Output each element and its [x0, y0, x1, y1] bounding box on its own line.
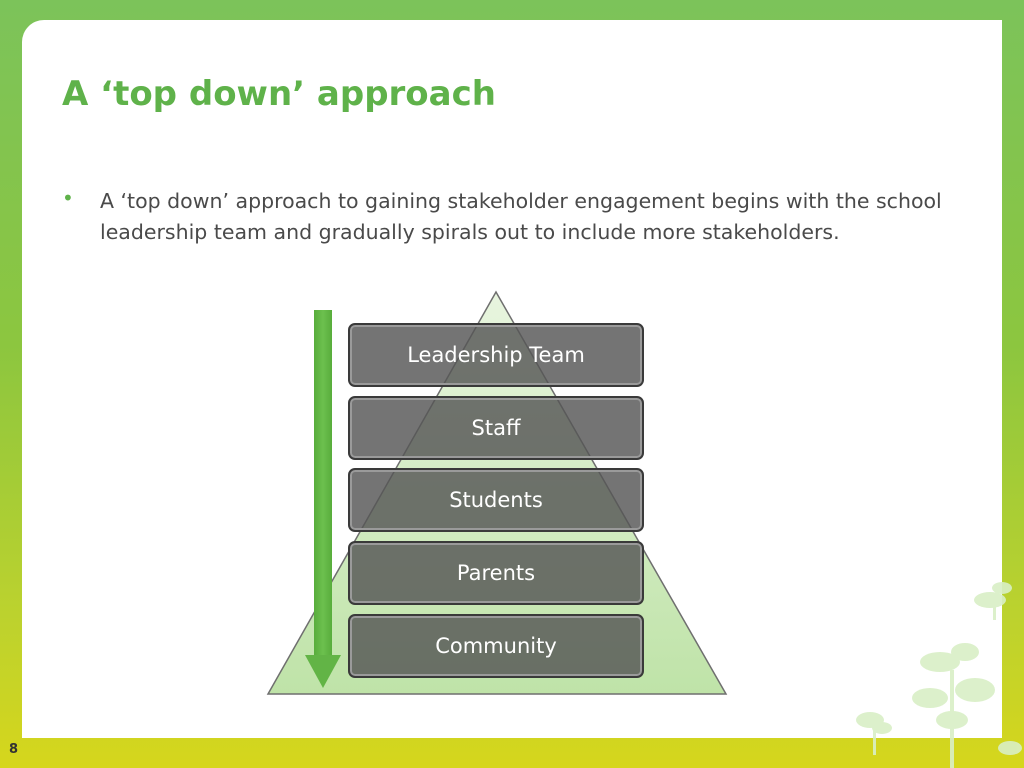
level-label: Students	[449, 488, 543, 512]
level-label: Parents	[456, 561, 536, 585]
tree-decoration-icon	[856, 582, 1022, 768]
level-box-staff: Staff	[348, 396, 644, 460]
slide-title: A ‘top down’ approach	[62, 74, 496, 114]
slide-number: 8	[9, 742, 19, 757]
bullet-marker: •	[62, 186, 74, 210]
level-box-community: Community	[348, 614, 644, 678]
bullet-text: A ‘top down’ approach to gaining stakeho…	[100, 189, 942, 244]
level-box-parents: Parents	[348, 541, 644, 605]
level-label: Staff	[471, 416, 521, 440]
down-arrow	[305, 310, 341, 688]
level-box-leadership-team: Leadership Team	[348, 323, 644, 387]
level-label: Community	[435, 634, 557, 658]
level-box-students: Students	[348, 468, 644, 532]
level-label: Leadership Team	[407, 343, 585, 367]
